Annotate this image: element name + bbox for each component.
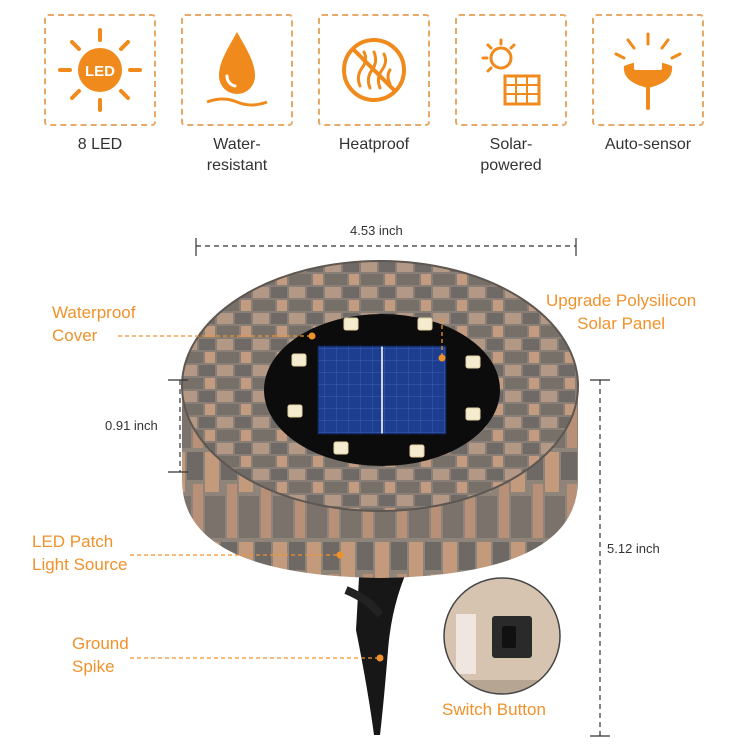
total-height-dimension-line xyxy=(590,379,610,737)
height-dimension-line xyxy=(168,379,188,473)
auto-sensor-lamp-icon xyxy=(614,32,682,110)
callout-waterproof-cover: Waterproof Cover xyxy=(52,303,136,345)
height-dimension-label: 0.91 inch xyxy=(105,418,158,433)
feature-card-autosensor xyxy=(592,14,704,126)
solar-panel-icon xyxy=(481,38,541,106)
feature-label-led: 8 LED xyxy=(77,136,123,153)
led-chips xyxy=(287,317,481,458)
callout-led-patch: LED Patch Light Source xyxy=(32,532,128,574)
feature-label-heatproof: Heatproof xyxy=(338,136,410,153)
feature-label-solar: Solar- powered xyxy=(480,136,542,174)
feature-card-solar xyxy=(455,14,567,126)
width-dimension-label: 4.53 inch xyxy=(350,223,403,238)
feature-label-water: Water- resistant xyxy=(206,136,268,174)
switch-button-inset: REP xyxy=(443,577,561,695)
water-drop-icon xyxy=(206,32,268,107)
led-badge-text: LED xyxy=(85,63,115,80)
callout-solar-panel: Upgrade Polysilicon Solar Panel xyxy=(546,291,697,333)
heatproof-icon xyxy=(342,38,406,102)
feature-label-autosensor: Auto-sensor xyxy=(604,136,692,153)
total-height-dimension-label: 5.12 inch xyxy=(607,541,660,556)
callout-switch-button: Switch Button xyxy=(442,700,546,719)
feature-card-water xyxy=(181,14,293,126)
feature-card-led: LED xyxy=(44,14,156,126)
callout-ground-spike: Ground Spike xyxy=(72,634,129,676)
led-sun-icon: LED xyxy=(58,28,142,112)
ground-spike xyxy=(356,560,412,735)
feature-card-heatproof xyxy=(318,14,430,126)
width-dimension-line xyxy=(195,238,577,256)
